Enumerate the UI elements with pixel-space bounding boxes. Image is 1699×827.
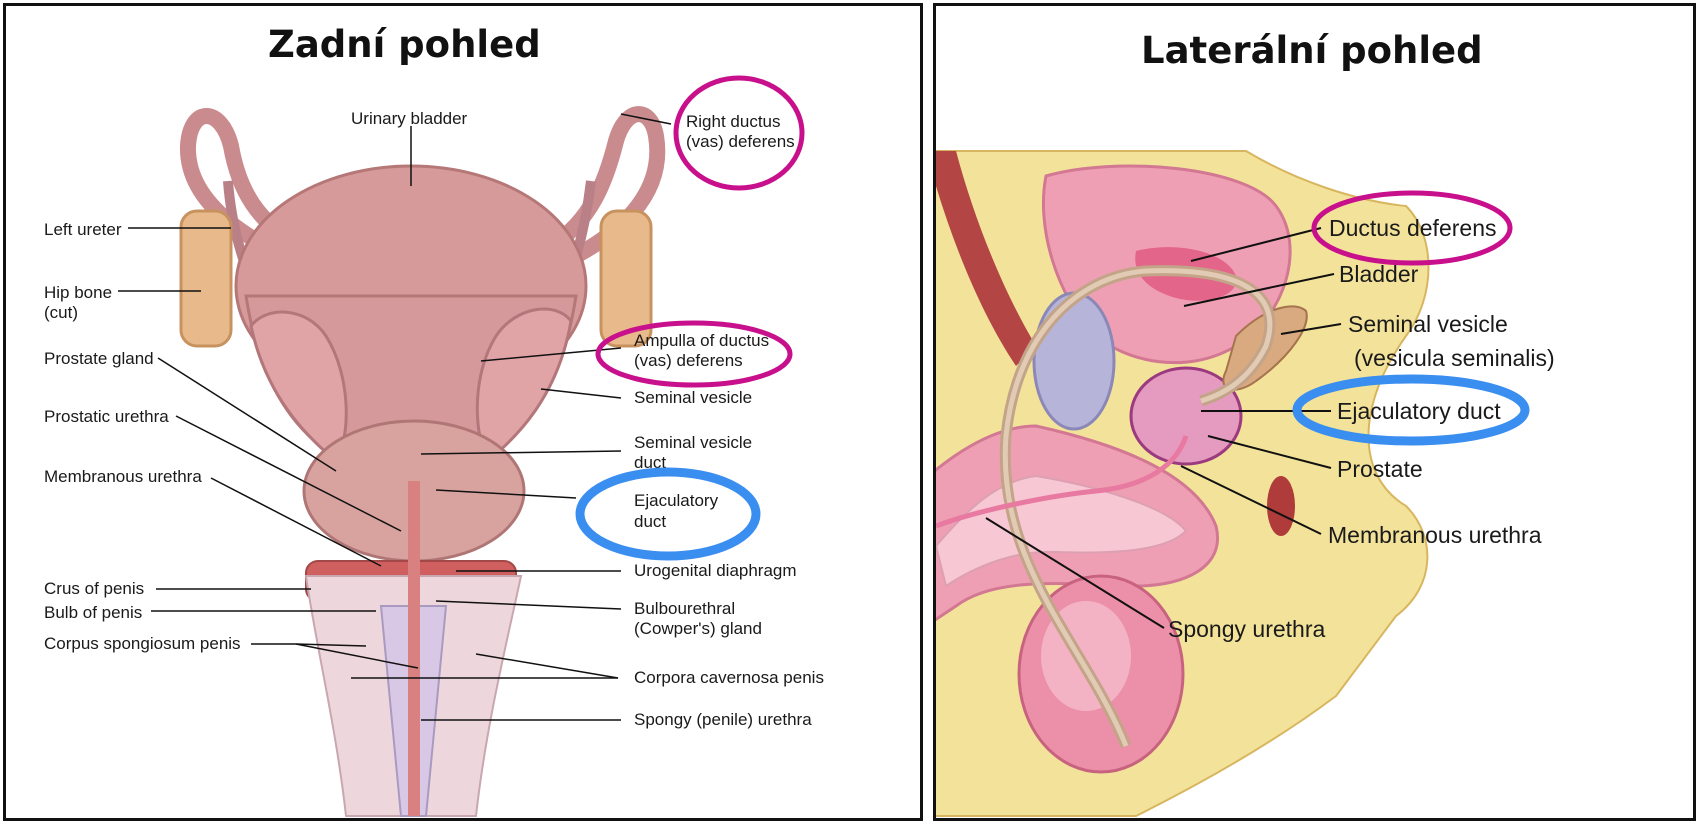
label-membranous-urethra-lateral: Membranous urethra — [1328, 522, 1542, 548]
label-spongy-penile-urethra: Spongy (penile) urethra — [634, 710, 812, 729]
label-seminal-vesicle: Seminal vesicle — [634, 388, 752, 407]
label-prostatic-urethra: Prostatic urethra — [44, 407, 169, 426]
label-bulbourethral-line2: (Cowper's) gland — [634, 619, 762, 638]
label-hip-bone-line1: Hip bone — [44, 283, 112, 302]
label-membranous-urethra: Membranous urethra — [44, 467, 202, 486]
label-urogenital-diaphragm: Urogenital diaphragm — [634, 561, 797, 580]
label-right-ductus-line2: (vas) deferens — [686, 132, 795, 151]
label-seminal-vesicle-line2: (vesicula seminalis) — [1354, 345, 1555, 371]
label-spongy-urethra: Spongy urethra — [1168, 616, 1325, 642]
label-seminal-vesicle-line1: Seminal vesicle — [1348, 311, 1508, 337]
label-urinary-bladder: Urinary bladder — [351, 109, 468, 128]
label-bulbourethral-line1: Bulbourethral — [634, 599, 735, 618]
label-left-ureter: Left ureter — [44, 220, 122, 239]
posterior-view-panel: Zadní pohled — [3, 3, 923, 821]
label-crus-of-penis: Crus of penis — [44, 579, 144, 598]
highlight-ejaculatory-duct-posterior — [580, 472, 756, 556]
label-ejaculatory-duct-lateral: Ejaculatory duct — [1337, 398, 1501, 424]
label-corpora-cavernosa: Corpora cavernosa penis — [634, 668, 824, 687]
label-ejaculatory-duct-line1: Ejaculatory — [634, 491, 719, 510]
label-prostate: Prostate — [1337, 456, 1423, 482]
label-hip-bone-line2: (cut) — [44, 303, 78, 322]
label-ejaculatory-duct-line2: duct — [634, 512, 666, 531]
posterior-anatomy-illustration: Urinary bladder Right ductus (vas) defer… — [6, 6, 923, 821]
label-ampulla-line1: Ampulla of ductus — [634, 331, 769, 350]
label-ampulla-line2: (vas) deferens — [634, 351, 743, 370]
label-prostate-gland: Prostate gland — [44, 349, 154, 368]
lateral-anatomy-illustration: Ductus deferens Bladder Seminal vesicle … — [936, 6, 1696, 821]
label-bulb-of-penis: Bulb of penis — [44, 603, 142, 622]
label-seminal-vesicle-duct-line1: Seminal vesicle — [634, 433, 752, 452]
label-right-ductus-line1: Right ductus — [686, 112, 781, 131]
label-corpus-spongiosum: Corpus spongiosum penis — [44, 634, 241, 653]
label-ductus-deferens: Ductus deferens — [1329, 215, 1496, 241]
lateral-view-panel: Laterální pohled — [933, 3, 1696, 821]
